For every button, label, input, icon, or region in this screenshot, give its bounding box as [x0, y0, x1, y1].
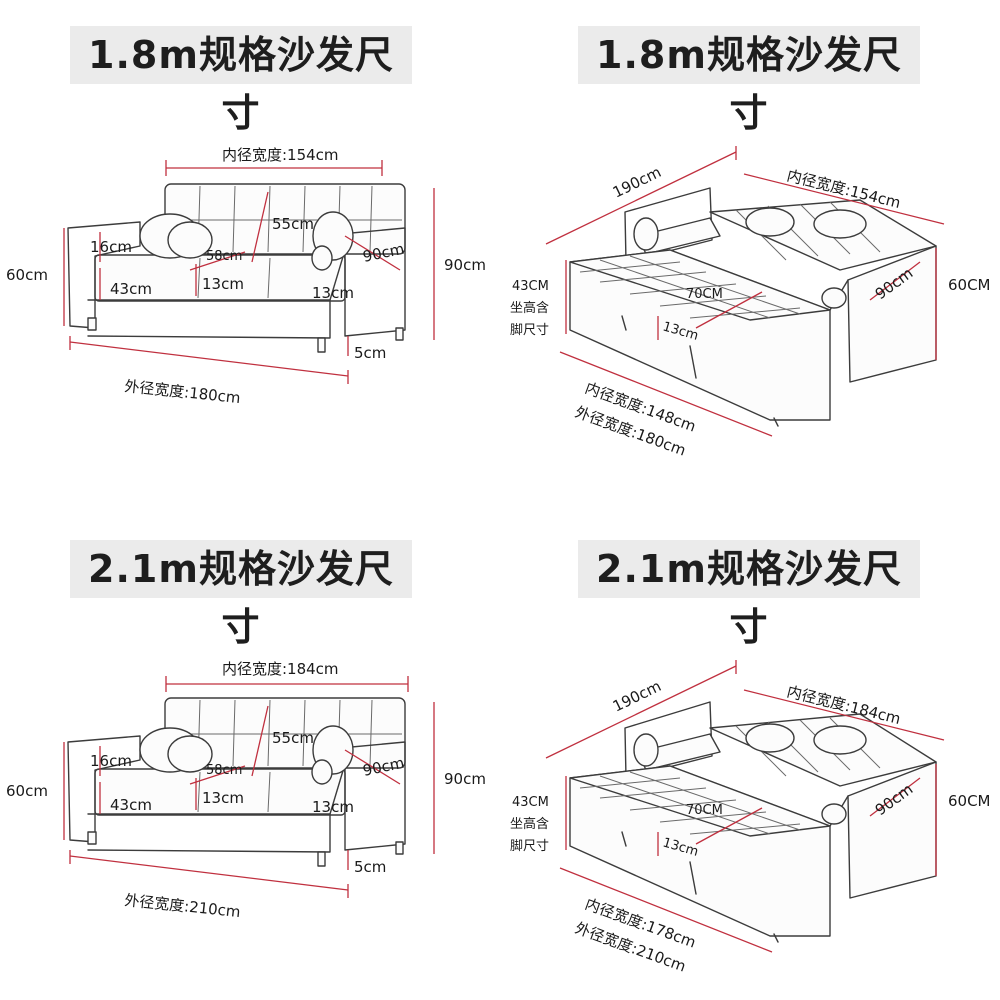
panel-title-text: 2.1m规格沙发尺寸 [88, 547, 394, 649]
dim-back-height: 55cm [272, 729, 314, 747]
panel-sofa-18-front: 1.8m规格沙发尺寸 [0, 0, 500, 500]
dim-arm-height: 16cm [90, 238, 132, 256]
sofa-front-drawing [67, 697, 406, 867]
dim-inner-width: 内径宽度:154cm [222, 146, 339, 164]
dim-seat-depth: 58cm [206, 249, 242, 264]
sofa-front-drawing [67, 183, 406, 353]
dim-seat-label-1: 43CM [512, 795, 549, 810]
dim-seat-label-3: 脚尺寸 [510, 322, 549, 338]
dim-inner-width: 内径宽度:184cm [222, 660, 339, 678]
dim-arm-height: 16cm [90, 752, 132, 770]
dim-outer-width: 外径宽度:210cm [124, 891, 242, 921]
dim-bed-depth: 70CM [686, 287, 723, 302]
dim-seat-label-1: 43CM [512, 279, 549, 294]
dim-arm-side-height: 60cm [6, 782, 48, 800]
sofa-bed-drawing [569, 187, 937, 427]
dim-seat-label-2: 坐高含 [510, 300, 549, 316]
dim-length: 190cm [610, 677, 664, 716]
dim-arm-side-height: 60cm [6, 266, 48, 284]
sofa-bed-diagram: 190cm 内径宽度:184cm 90cm 60CM 43CM 坐高含 脚尺寸 … [510, 660, 991, 976]
panel-title: 1.8m规格沙发尺寸 [578, 26, 920, 135]
panel-sofa-21-bed: 2.1m规格沙发尺寸 [500, 500, 1000, 1000]
panel-title-text: 1.8m规格沙发尺寸 [88, 33, 394, 135]
dimension-lines [545, 660, 945, 953]
dim-seat-height: 43cm [110, 796, 152, 814]
sofa-bed-diagram: 190cm 内径宽度:154cm 90cm 60CM 43CM 坐高含 脚尺寸 … [510, 146, 991, 460]
dim-cushion: 13cm [202, 275, 244, 293]
dim-total-height: 90cm [444, 770, 486, 788]
panel-title: 1.8m规格沙发尺寸 [70, 26, 412, 135]
dimension-lines [63, 160, 435, 384]
dim-height: 60CM [948, 276, 991, 294]
sofa-bed-drawing [569, 701, 937, 943]
dim-arm-width: 13cm [312, 798, 354, 816]
dim-seat-label-3: 脚尺寸 [510, 838, 549, 854]
panel-title: 2.1m规格沙发尺寸 [578, 540, 920, 649]
dim-seat-depth: 58cm [206, 763, 242, 778]
panel-title-text: 2.1m规格沙发尺寸 [596, 547, 902, 649]
dim-arm-width: 13cm [312, 284, 354, 302]
sofa-front-diagram: 内径宽度:184cm 55cm 16cm 58cm 90cm 90cm 60cm… [6, 660, 486, 921]
dim-cushion: 13cm [202, 789, 244, 807]
dim-seat-label-2: 坐高含 [510, 816, 549, 832]
dim-leg: 5cm [354, 344, 386, 362]
panel-title: 2.1m规格沙发尺寸 [70, 540, 412, 649]
dim-back-height: 55cm [272, 215, 314, 233]
sofa-front-diagram: 内径宽度:154cm 55cm 16cm 58cm 90cm 90cm 60cm… [6, 146, 486, 407]
dim-seat-height: 43cm [110, 280, 152, 298]
panel-title-text: 1.8m规格沙发尺寸 [596, 33, 902, 135]
dim-total-height: 90cm [444, 256, 486, 274]
dim-length: 190cm [610, 163, 664, 202]
panel-sofa-21-front: 2.1m规格沙发尺寸 [0, 500, 500, 1000]
dim-height: 60CM [948, 792, 991, 810]
dim-outer-width: 外径宽度:180cm [124, 377, 242, 407]
dimension-lines [545, 146, 945, 437]
dim-bed-depth: 70CM [686, 803, 723, 818]
panel-sofa-18-bed: 1.8m规格沙发尺寸 [500, 0, 1000, 500]
dimension-lines [63, 676, 435, 898]
dim-leg: 5cm [354, 858, 386, 876]
